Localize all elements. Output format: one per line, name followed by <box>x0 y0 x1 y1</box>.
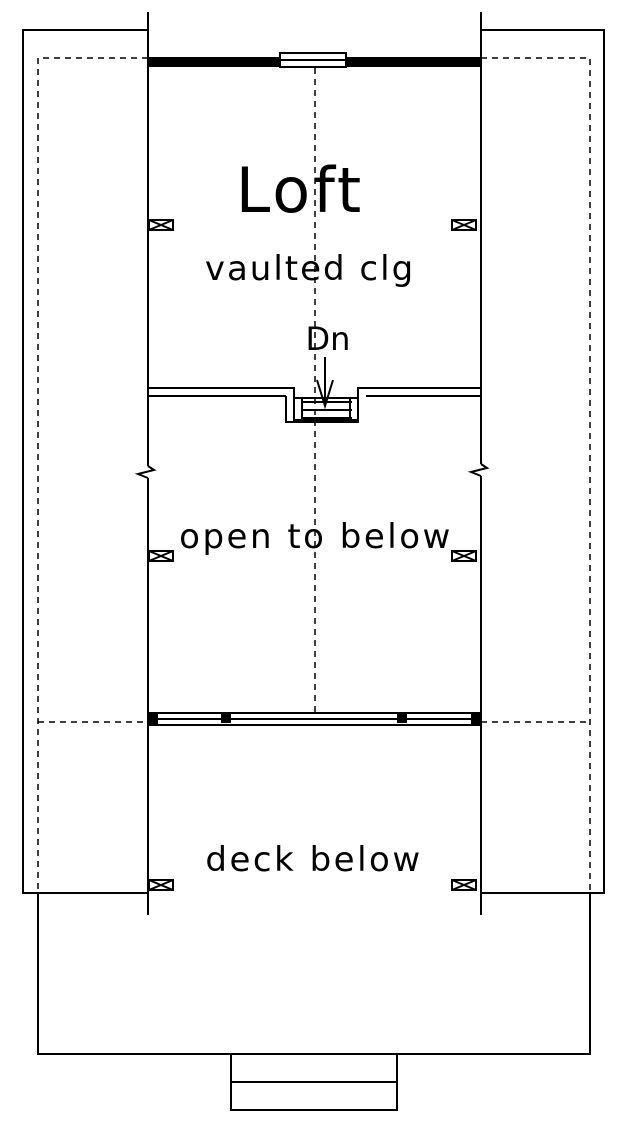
window <box>279 52 347 68</box>
sliding-door <box>147 712 482 726</box>
eave-dashed-line <box>37 57 591 893</box>
post-marker-right-2 <box>451 550 477 562</box>
deck-steps <box>230 1053 398 1111</box>
post-marker-left-2 <box>148 550 174 562</box>
loft-railing <box>148 387 481 398</box>
loft-label: Loft <box>236 154 364 227</box>
stair <box>285 396 359 423</box>
post-marker-right-3 <box>451 879 477 891</box>
left-roof-outline <box>22 29 148 894</box>
post-marker-left-1 <box>148 219 174 231</box>
right-roof-outline <box>481 29 605 894</box>
down-arrow-icon <box>316 357 334 410</box>
open-to-below-label: open to below <box>179 517 453 557</box>
top-wall <box>148 57 481 67</box>
vaulted-ceiling-label: vaulted clg <box>205 249 415 289</box>
post-marker-right-1 <box>451 219 477 231</box>
deck-below-label: deck below <box>205 840 422 880</box>
post-marker-left-3 <box>148 879 174 891</box>
down-label: Dn <box>306 320 351 358</box>
